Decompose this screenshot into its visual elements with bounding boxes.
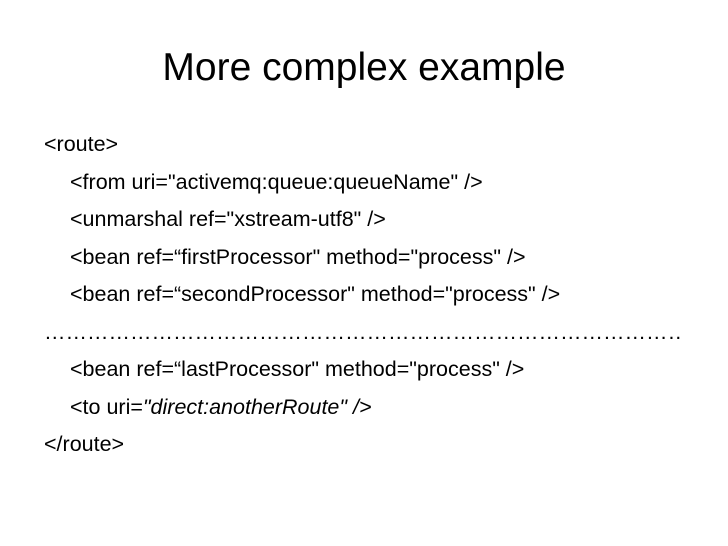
code-line-bean-first: <bean ref=“firstProcessor" method="proce…: [70, 244, 526, 269]
code-line-route-close: </route>: [44, 432, 125, 456]
code-block: <route> <from uri="activemq:queue:queueN…: [44, 126, 714, 464]
code-line-unmarshal: <unmarshal ref="xstream-utf8" />: [70, 207, 386, 231]
code-line-to-value: "direct:anotherRoute" />: [142, 394, 372, 419]
code-line-bean-last: <bean ref=“lastProcessor" method="proces…: [70, 357, 525, 381]
code-line-from: <from uri="activemq:queue:queueName" />: [70, 169, 483, 194]
slide-title: More complex example: [162, 46, 566, 89]
code-line-ellipsis: ………………………………………………………………………………….: [44, 319, 684, 344]
code-line-route-open: <route>: [44, 132, 119, 156]
code-line-to: <to uri="direct:anotherRoute" />: [44, 389, 714, 427]
code-line-to-prefix: <to uri=: [70, 394, 143, 419]
code-line-bean-second: <bean ref=“secondProcessor" method="proc…: [70, 282, 561, 306]
